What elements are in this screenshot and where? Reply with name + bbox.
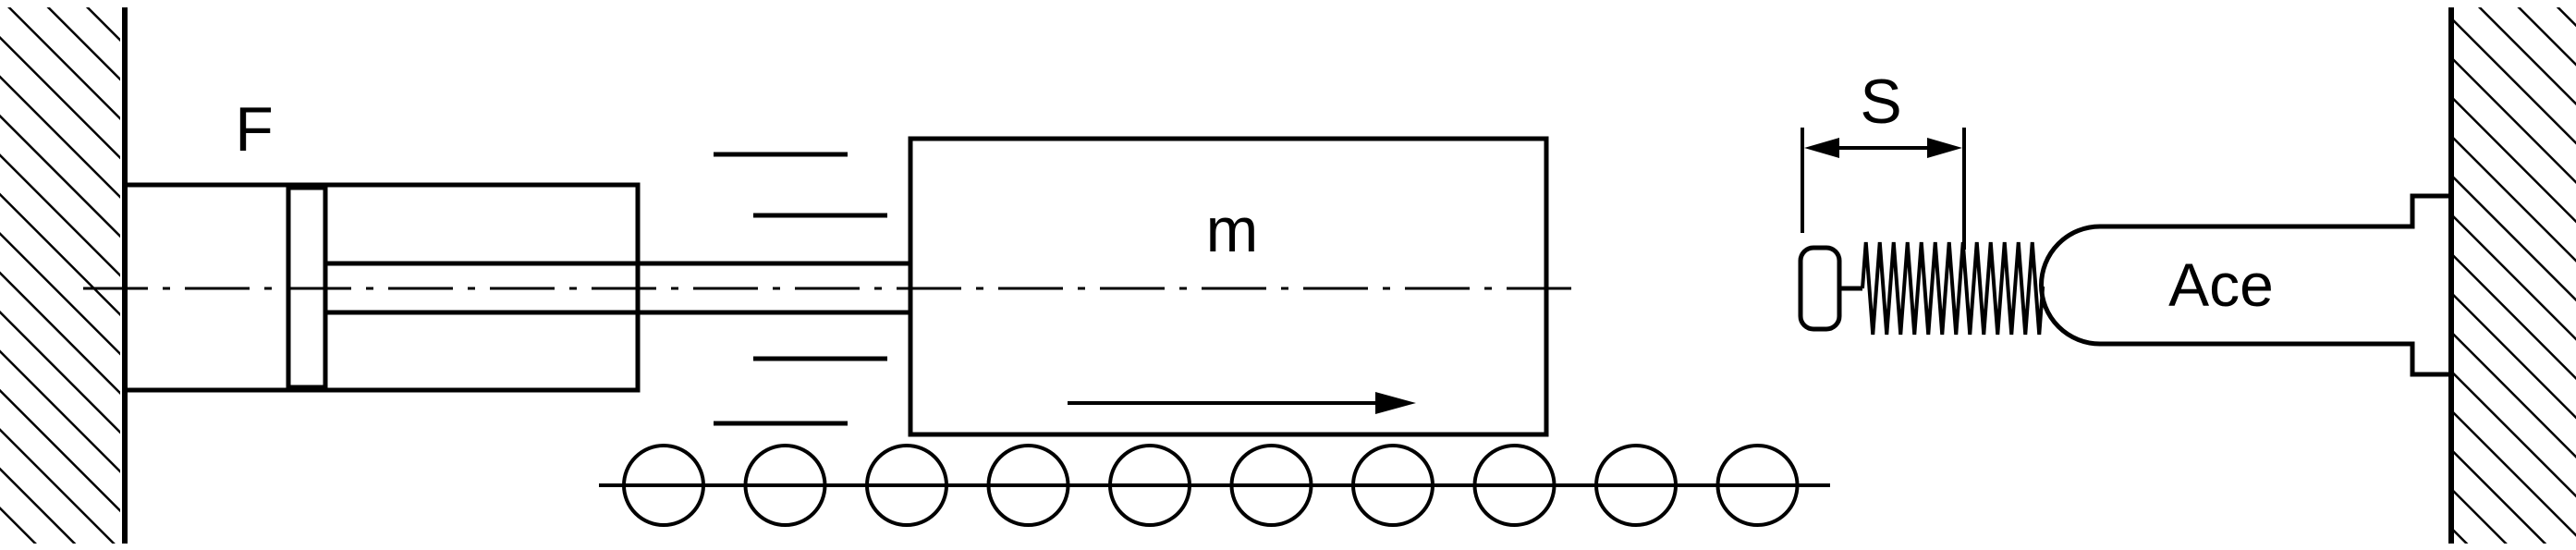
roller xyxy=(1108,444,1191,527)
left-wall-hatch xyxy=(0,7,120,544)
rollers xyxy=(622,444,1800,527)
right-wall-hatch xyxy=(2454,7,2576,544)
right-wall xyxy=(2448,7,2576,544)
spring xyxy=(1861,241,2045,336)
shock-absorber-label: Ace xyxy=(2168,251,2274,319)
roller xyxy=(986,444,1070,527)
mass-block xyxy=(908,136,1549,437)
motion-arrow-icon xyxy=(1068,392,1416,414)
roller xyxy=(1472,444,1557,527)
force-label: F xyxy=(235,94,274,165)
stroke-dimension xyxy=(1801,128,1966,250)
left-wall xyxy=(0,7,128,544)
stroke-label: S xyxy=(1860,67,1901,137)
roller xyxy=(622,444,705,527)
mass-label: m xyxy=(1206,195,1259,265)
roller xyxy=(1594,444,1678,527)
absorber-body xyxy=(2039,193,2451,377)
double-arrow-icon xyxy=(1804,138,1962,158)
speed-lines xyxy=(714,152,887,426)
shock-absorber xyxy=(1798,193,2451,377)
roller xyxy=(1351,444,1435,527)
roller xyxy=(1715,444,1800,527)
absorber-cap xyxy=(1798,245,1842,332)
roller xyxy=(1229,444,1313,527)
roller xyxy=(865,444,948,527)
roller xyxy=(743,444,827,527)
